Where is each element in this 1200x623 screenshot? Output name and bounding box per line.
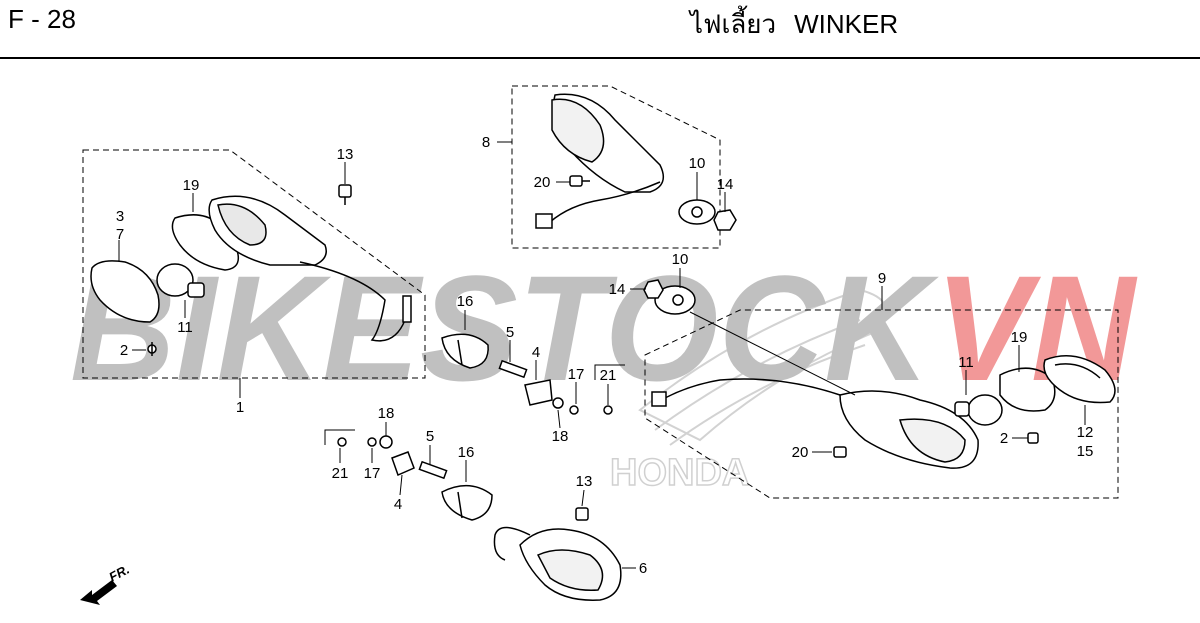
bulb-left	[156, 263, 194, 297]
callout-2: 2	[1000, 430, 1008, 447]
screw-20-rear	[569, 175, 583, 187]
callout-1: 1	[236, 399, 244, 416]
nut-21-upper	[603, 405, 613, 415]
bolt-5-upper	[498, 359, 528, 379]
winker-wire-rear	[549, 181, 661, 223]
winker-lens-rear	[551, 98, 605, 163]
bulb-right	[967, 394, 1003, 426]
callout-21: 21	[600, 367, 617, 384]
callout-11: 11	[958, 354, 974, 371]
wire-connector-rear	[535, 213, 553, 229]
winker-lens-right	[899, 418, 966, 463]
title-english: WINKER	[794, 9, 899, 39]
callout-13: 13	[576, 473, 593, 490]
washer-18-lower	[379, 435, 393, 449]
washer-18-upper	[552, 397, 564, 409]
winker-wire-right	[664, 378, 841, 399]
callout-3: 3	[116, 208, 124, 225]
page-title: ไฟเลี้ยว WINKER	[690, 4, 916, 45]
group-box-left-front	[82, 149, 426, 379]
bolt-5-lower	[418, 460, 448, 480]
callout-5: 5	[426, 428, 434, 445]
stay-4-lower	[391, 451, 415, 477]
bulb-socket-left	[187, 282, 205, 298]
callout-8: 8	[482, 134, 490, 151]
callout-5: 5	[506, 324, 514, 341]
winker-wire-front-lower	[493, 526, 531, 561]
callout-13: 13	[337, 146, 354, 163]
callout-6: 6	[639, 560, 647, 577]
group-box-rear-upper	[511, 85, 721, 249]
callout-16: 16	[458, 444, 475, 461]
callout-2: 2	[120, 342, 128, 359]
screw-2-right	[1027, 432, 1039, 444]
callout-9: 9	[878, 270, 886, 287]
callout-18: 18	[552, 428, 569, 445]
callout-19: 19	[1011, 329, 1028, 346]
callout-14: 14	[717, 176, 734, 193]
nut-21-lower	[337, 437, 347, 447]
bracket-21-lower	[324, 429, 355, 445]
nut-17-lower	[367, 437, 377, 447]
group-box-right-front	[644, 309, 1119, 499]
winker-lens-left	[90, 260, 160, 323]
callout-19: 19	[183, 177, 200, 194]
winker-wire-left	[299, 261, 411, 342]
nut-17-upper	[569, 405, 579, 415]
bracket-16-lower	[441, 485, 493, 521]
callout-11: 11	[177, 319, 193, 336]
callout-14: 14	[609, 281, 626, 298]
callout-7: 7	[116, 226, 124, 243]
callout-16: 16	[457, 293, 474, 310]
honda-wing-watermark: HONDA	[609, 288, 888, 495]
callout-4: 4	[394, 496, 402, 513]
winker-lens-front-lower	[536, 549, 604, 591]
callout-17: 17	[568, 366, 585, 383]
callout-12: 12	[1077, 424, 1094, 441]
callout-17: 17	[364, 465, 381, 482]
honda-text: HONDA	[610, 452, 749, 494]
nut-14-mid	[643, 279, 664, 299]
leader-lines	[118, 141, 1086, 569]
callout-20: 20	[792, 444, 809, 461]
screw-13-lower	[575, 507, 589, 521]
winker-lens-right-outer	[1043, 355, 1116, 404]
title-thai: ไฟเลี้ยว	[690, 9, 777, 39]
winker-reflector-left	[217, 203, 267, 246]
stay-4-upper	[524, 379, 553, 406]
callout-10: 10	[689, 155, 706, 172]
direction-label: FR.	[106, 562, 132, 585]
callout-21: 21	[332, 465, 349, 482]
nut-14-rear	[713, 209, 737, 231]
callout-20: 20	[534, 174, 551, 191]
callout-18: 18	[378, 405, 395, 422]
wire-connector-right	[651, 391, 667, 407]
bulb-socket-right	[954, 401, 970, 417]
callout-4: 4	[532, 344, 540, 361]
bracket-16-upper	[441, 333, 489, 369]
front-direction-arrow: FR.	[80, 562, 132, 605]
wire-connector-left	[402, 295, 412, 323]
gasket-right	[999, 367, 1056, 412]
screw-20-right	[833, 446, 847, 458]
callout-10: 10	[672, 251, 689, 268]
header-rule	[0, 57, 1200, 59]
bracket-21-upper	[594, 364, 625, 380]
callout-15: 15	[1077, 443, 1094, 460]
page-code: F - 28	[8, 4, 76, 34]
screw-13-upper	[338, 184, 352, 198]
